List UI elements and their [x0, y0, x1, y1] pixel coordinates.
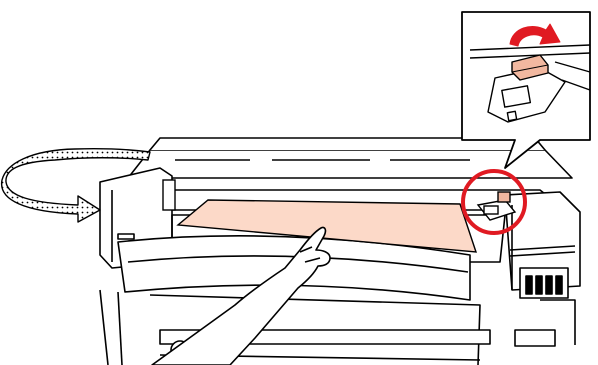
edge-plate-left	[163, 180, 175, 210]
printer-body	[100, 138, 580, 365]
